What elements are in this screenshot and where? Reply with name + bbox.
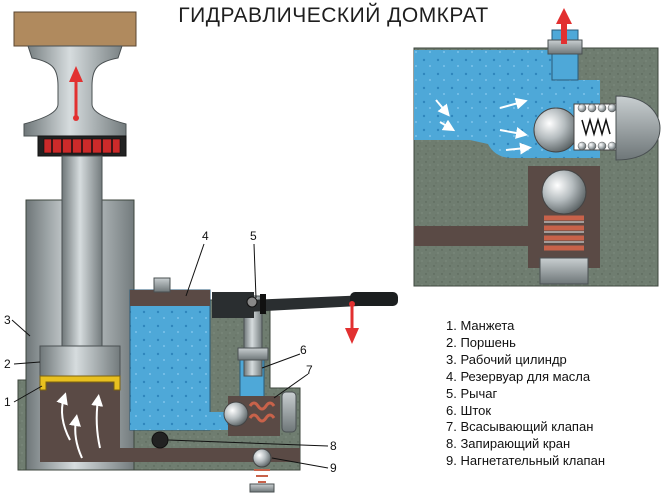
callout-lines [11, 243, 329, 469]
callout-5: 5 [250, 229, 257, 243]
bottom-channel [120, 448, 300, 462]
suction-valve [223, 391, 297, 436]
page-title: ГИДРАВЛИЧЕСКИЙ ДОМКРАТ [0, 4, 671, 28]
cup-seal [39, 375, 121, 391]
legend-item: 7. Всасывающий клапан [446, 419, 594, 435]
piston [39, 345, 121, 377]
press-arrow-icon [345, 301, 359, 344]
legend-item: 8. Запирающий кран [446, 436, 571, 452]
title-text: ГИДРАВЛИЧЕСКИЙ ДОМКРАТ [178, 4, 489, 27]
callout-6: 6 [300, 343, 307, 357]
lever [212, 292, 398, 318]
callout-3: 3 [4, 313, 11, 327]
legend-item: 2. Поршень [446, 334, 516, 350]
callout-9: 9 [330, 461, 337, 475]
callout-2: 2 [4, 357, 11, 371]
legend-item: 6. Шток [446, 402, 492, 418]
lift-arrow-icon [69, 66, 83, 121]
valve-detail-view [413, 8, 661, 287]
oil-reservoir [129, 277, 262, 431]
legend-item: 1. Манжета [446, 318, 515, 333]
shutoff-valve-ball [151, 431, 169, 449]
legend-item: 9. Нагнетательный клапан [446, 453, 606, 469]
callout-4: 4 [202, 229, 209, 243]
callout-8: 8 [330, 439, 337, 453]
legend-item: 3. Рабочий цилиндр [446, 351, 567, 367]
legend-list: 1. Манжета 2. Поршень 3. Рабочий цилиндр… [446, 318, 605, 470]
pressure-chamber [40, 382, 120, 462]
piston-rod [61, 155, 103, 351]
legend-item: 4. Резервуар для масла [446, 368, 591, 384]
delivery-valve [249, 448, 275, 493]
legend-item: 5. Рычаг [446, 385, 498, 401]
callout-7: 7 [306, 363, 313, 377]
outlet-arrow-shaft [561, 22, 567, 44]
callout-1: 1 [4, 395, 11, 409]
outlet-arrow-icon [556, 8, 572, 24]
rod-guide [237, 347, 269, 361]
flow-arrows-chamber [56, 392, 104, 459]
